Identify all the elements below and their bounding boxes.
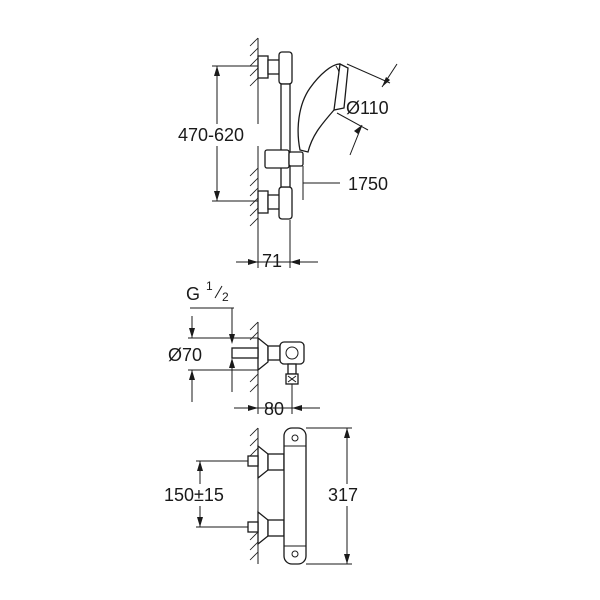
lower-inlet-connector (247, 510, 285, 546)
connector-body (267, 345, 281, 361)
thread-denominator: 2 (222, 290, 229, 304)
mixer-body (283, 427, 307, 565)
rail-depth-label: 71 (262, 251, 282, 271)
wall-connection-assembly: G 1 2 (166, 279, 320, 419)
dimension-mixer-height: 317 (306, 427, 368, 565)
hand-shower (297, 63, 349, 153)
escutcheon (257, 336, 269, 372)
wall-hatching-middle (249, 321, 259, 393)
dimension-rail-depth: 71 (236, 220, 318, 271)
lower-wall-bracket (257, 186, 293, 220)
wall-hatching-bottom (249, 427, 259, 561)
dimension-escutcheon-diameter: Ø70 (166, 316, 258, 402)
dimension-hand-shower-diameter: Ø110 (336, 63, 398, 156)
escutcheon-diameter-label: Ø70 (168, 345, 202, 365)
mixer-depth-label: 80 (264, 399, 284, 419)
thread-numerator: 1 (206, 279, 213, 293)
hand-shower-diameter-label: Ø110 (346, 98, 389, 118)
dimension-rail-spacing: 470-620 (176, 65, 260, 202)
dimension-mixer-depth: 80 (234, 395, 320, 419)
dimension-inlet-spacing: 150±15 (160, 460, 248, 528)
rail-spacing-label: 470-620 (178, 125, 244, 145)
pipe-stub (231, 347, 259, 359)
dimension-hose-length: 1750 (303, 174, 388, 194)
thermostat-mixer-assembly: 150±15 317 (160, 427, 368, 565)
wall-hatching (249, 37, 259, 227)
mixer-height-label: 317 (328, 485, 358, 505)
shower-rail-assembly: 470-620 Ø110 1750 71 (176, 37, 398, 271)
upper-wall-bracket (257, 51, 293, 85)
thread-g-label: G (186, 284, 200, 304)
inlet-spacing-label: 150±15 (164, 485, 224, 505)
slider-holder (264, 149, 304, 169)
shower-rail (280, 83, 291, 188)
hose-length-label: 1750 (348, 174, 388, 194)
inlet-filter (285, 363, 299, 410)
thread-fraction-slash (214, 285, 223, 299)
union-nut (279, 341, 305, 365)
upper-inlet-connector (247, 444, 285, 480)
